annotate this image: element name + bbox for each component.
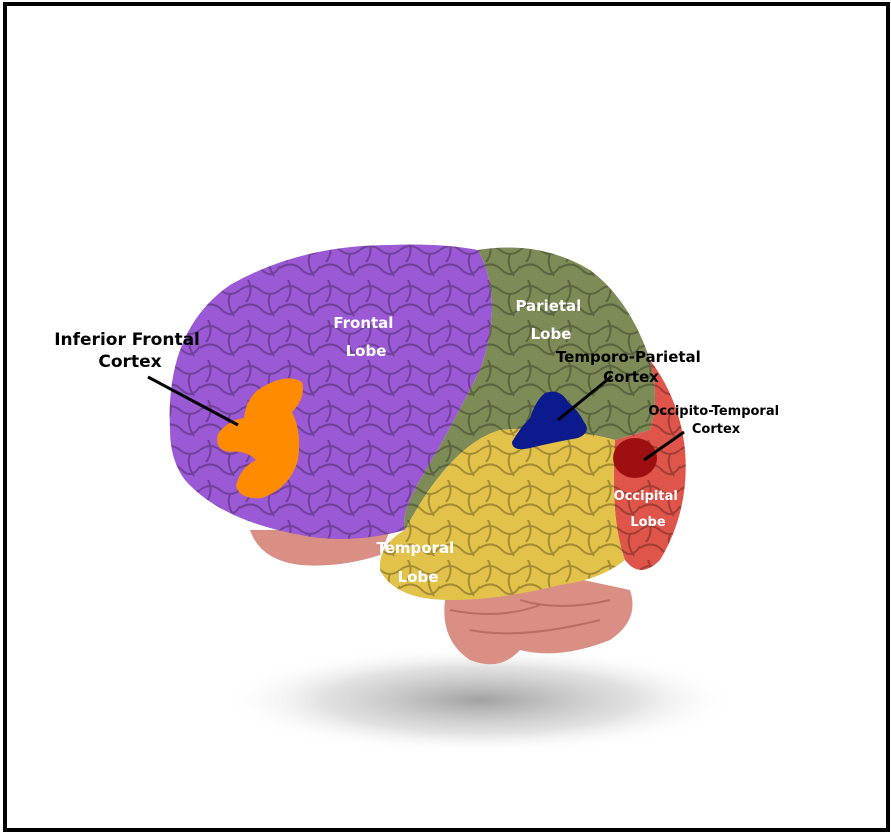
occipito-temporal-cortex-region: [613, 438, 657, 478]
